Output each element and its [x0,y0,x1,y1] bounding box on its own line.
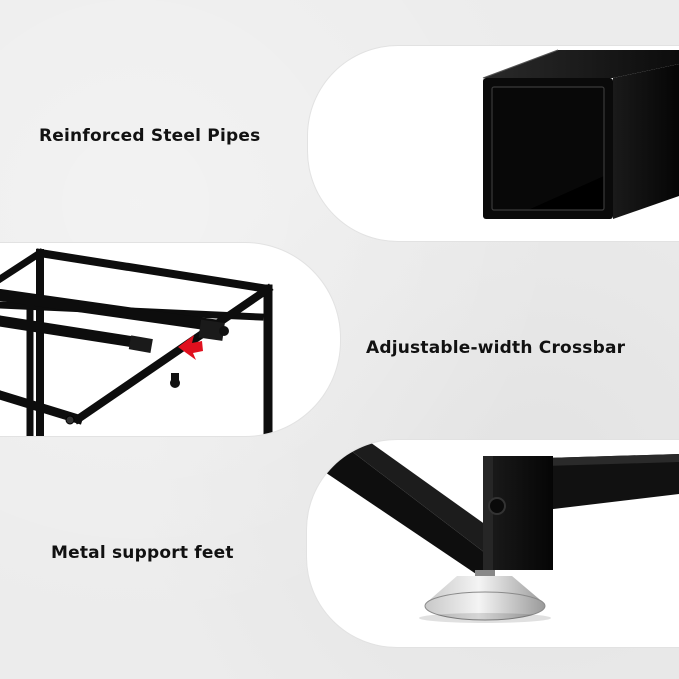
crossbar-photo-panel [0,243,340,436]
frame-crossbar-image [0,248,274,436]
caption-adjustable-width-crossbar: Adjustable-width Crossbar [366,338,626,358]
red-arrow-icon [178,335,203,360]
support-feet-photo-panel [307,440,679,647]
caption-metal-support-feet: Metal support feet [51,543,234,563]
square-steel-tube-image [482,49,679,219]
leveling-foot-image [307,440,679,623]
steel-pipe-photo-panel [308,46,679,241]
caption-reinforced-steel-pipes: Reinforced Steel Pipes [39,126,261,146]
